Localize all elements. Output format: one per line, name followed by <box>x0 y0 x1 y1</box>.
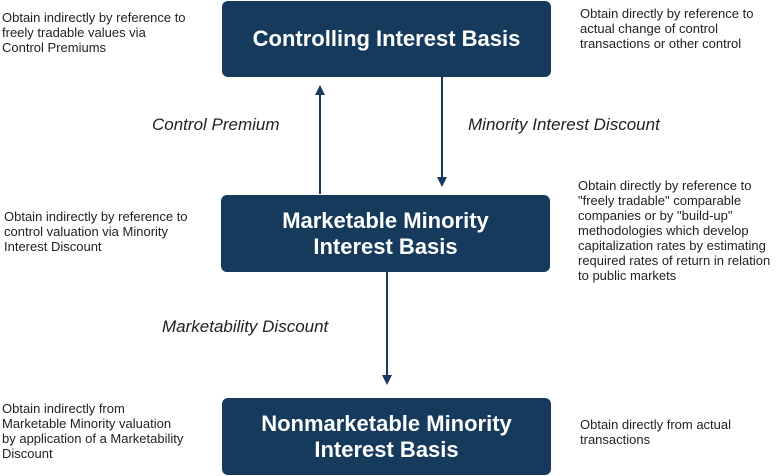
note-line: Obtain indirectly from <box>2 401 125 416</box>
note-line: Interest Discount <box>4 239 102 254</box>
note-line: by application of a Marketability <box>2 431 184 446</box>
note-line: Discount <box>2 446 53 461</box>
controlling-interest-box: Controlling Interest Basis <box>222 1 551 77</box>
marketable-minority-label-line2: Interest Basis <box>313 233 458 259</box>
marketable-left-note: Obtain indirectly by reference to contro… <box>4 209 188 254</box>
note-line: Marketable Minority valuation <box>2 416 172 431</box>
note-line: freely tradable values via <box>2 25 146 40</box>
controlling-left-note: Obtain indirectly by reference to freely… <box>2 10 186 55</box>
note-line: required rates of return in relation <box>578 253 771 268</box>
note-line: to public markets <box>578 268 677 283</box>
controlling-right-note: Obtain directly by reference to actual c… <box>580 6 753 51</box>
controlling-interest-label: Controlling Interest Basis <box>252 26 521 51</box>
note-line: Control Premiums <box>2 40 107 55</box>
note-line: capitalization rates by estimating <box>578 238 766 253</box>
marketability-discount-label: Marketability Discount <box>162 317 329 336</box>
nonmarketable-minority-label-line2: Interest Basis <box>314 436 459 462</box>
marketable-minority-label-line1: Marketable Minority <box>282 207 489 233</box>
note-line: control valuation via Minority <box>4 224 169 239</box>
note-line: Obtain directly by reference to <box>578 178 752 193</box>
nonmarketable-minority-box: Nonmarketable Minority Interest Basis <box>222 398 551 475</box>
note-line: "freely tradable" comparable <box>578 193 742 208</box>
note-line: Obtain indirectly by reference to <box>4 209 188 224</box>
note-line: transactions or other control <box>580 36 742 51</box>
note-line: Obtain indirectly by reference to <box>2 10 186 25</box>
note-line: transactions <box>580 432 651 447</box>
marketable-minority-box: Marketable Minority Interest Basis <box>221 195 550 272</box>
note-line: methodologies which develop <box>578 223 749 238</box>
note-line: Obtain directly from actual <box>580 417 732 432</box>
nonmarketable-right-note: Obtain directly from actual transactions <box>580 417 731 447</box>
nonmarketable-left-note: Obtain indirectly from Marketable Minori… <box>2 401 183 461</box>
note-line: companies or by "build-up" <box>578 208 733 223</box>
control-premium-label: Control Premium <box>152 115 280 134</box>
note-line: actual change of control <box>580 21 719 36</box>
marketable-right-note: Obtain directly by reference to "freely … <box>578 178 770 283</box>
minority-discount-label: Minority Interest Discount <box>468 115 660 134</box>
nonmarketable-minority-label-line1: Nonmarketable Minority <box>261 410 512 436</box>
note-line: Obtain directly by reference to <box>580 6 754 21</box>
